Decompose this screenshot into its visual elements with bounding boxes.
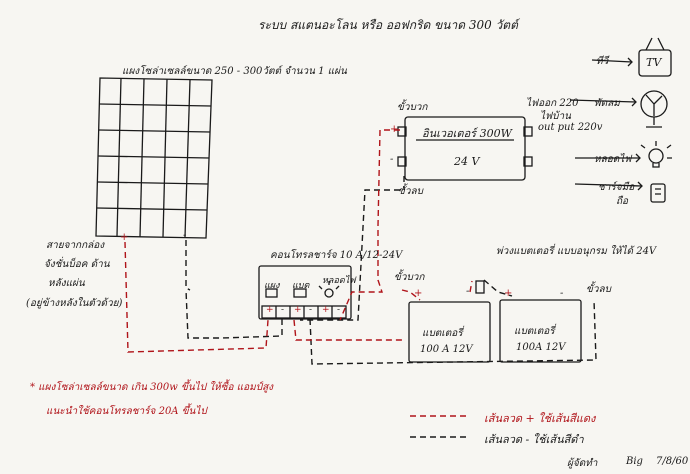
battery1-minus: - xyxy=(466,286,470,297)
terminal-5: + xyxy=(322,305,330,315)
signature-author: ผู้จัดทำ xyxy=(567,458,598,469)
inverter-plus-mark: + xyxy=(390,124,399,135)
tv-screen-label: TV xyxy=(646,56,662,69)
bulb-icon xyxy=(640,141,672,168)
output-label-1: ไฟออก 220 xyxy=(526,98,579,109)
inverter-minus-label: ขั้วลบ xyxy=(398,186,423,197)
terminal-3: + xyxy=(294,305,302,315)
inverter-volt: 24 V xyxy=(454,155,480,168)
load-charger-label: ชาร์จมือ xyxy=(598,182,635,193)
battery2-name: แบตเตอรี่ xyxy=(514,326,555,337)
signature-name: Big xyxy=(626,456,643,467)
legend-black-text: เส้นลวด - ใช้เส้นสีดำ xyxy=(484,433,584,446)
series-note: พ่วงแบตเตอรี่ แบบอนุกรม ให้ได้ 24V xyxy=(496,246,657,257)
inverter-minus-mark: - xyxy=(390,154,394,165)
load-bulb-label: หลอดไฟ xyxy=(594,154,632,165)
panel-note-4: (อยู่ข้างหลังในตัวด้วย) xyxy=(26,298,123,309)
tv-icon xyxy=(638,37,672,77)
panel-plus-mark: + xyxy=(120,232,129,243)
controller-load-label: หลอดไฟ xyxy=(322,276,356,286)
battery-plus-label: ขั้วบวก xyxy=(394,272,425,283)
warning-line-2: แนะนำใช้คอนโทรลชาร์จ 20A ขึ้นไป xyxy=(46,406,207,417)
load-tv-label: ทีวี xyxy=(596,56,609,67)
panel-label: แผงโซล่าเซลล์ขนาด 250 - 300วัตต์ จำนวน 1… xyxy=(122,66,347,77)
battery-minus-label: ขั้วลบ xyxy=(586,284,611,295)
signature-date: 7/8/60 xyxy=(656,456,689,467)
warning-line-1: * แผงโซล่าเซลล์ขนาด เกิน 300w ขึ้นไป ให้… xyxy=(30,382,274,393)
inverter-name: อินเวอเตอร์ 300W xyxy=(422,127,512,140)
terminal-6: - xyxy=(337,305,341,315)
terminal-1: + xyxy=(266,305,274,315)
negative-wires xyxy=(185,176,597,365)
battery2-plus: + xyxy=(504,288,513,299)
inverter-plus-label: ขั้วบวก xyxy=(397,102,428,113)
battery2-spec: 100A 12V xyxy=(516,342,566,353)
panel-minus-mark: - xyxy=(183,230,187,241)
legend-red-text: เส้นลวด + ใช้เส้นสีแดง xyxy=(484,412,596,425)
battery1-plus: + xyxy=(414,288,423,299)
terminal-4: - xyxy=(309,305,313,315)
battery2-minus: - xyxy=(560,288,564,299)
load-fan-label: พัดลม xyxy=(594,98,620,109)
output-label-3: out put 220v xyxy=(538,122,603,133)
controller-title: คอนโทรลชาร์จ 10 A/12-24V xyxy=(270,250,403,261)
charge-controller xyxy=(258,265,352,320)
battery1-spec: 100 A 12V xyxy=(420,344,473,355)
diagram-title: ระบบ สแตนอะโลน หรือ ออฟกริด ขนาด 300 วัต… xyxy=(258,18,518,32)
controller-battery-label: แบต xyxy=(292,281,310,291)
panel-note-2: จังชั่นบ็อค ด้าน xyxy=(44,259,110,270)
panel-note-1: สายจากกล่อง xyxy=(46,240,105,251)
panel-note-3: หลังแผ่น xyxy=(48,278,85,289)
phone-charger-icon xyxy=(650,183,666,203)
battery1-name: แบตเตอรี่ xyxy=(422,328,463,339)
load-charger-label-2: ถือ xyxy=(616,196,629,207)
inverter-box xyxy=(397,116,533,181)
positive-wires xyxy=(124,129,473,417)
load-arrows xyxy=(569,57,643,191)
fan-icon xyxy=(640,90,668,128)
output-label-2: ไฟบ้าน xyxy=(540,111,571,122)
solar-panel xyxy=(95,77,213,239)
controller-panel-label: แผง xyxy=(264,281,280,291)
terminal-2: - xyxy=(281,305,285,315)
